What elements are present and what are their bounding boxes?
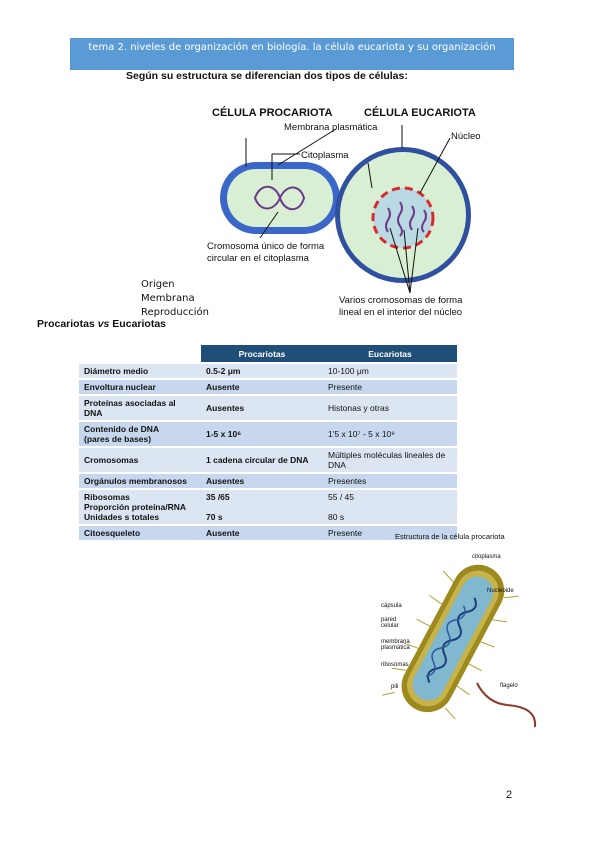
- proc-title: CÉLULA PROCARIOTA: [212, 107, 333, 119]
- row-label: Envoltura nuclear: [79, 378, 201, 395]
- nucleus: [371, 186, 435, 250]
- membrana-label: Membrana plasmática: [284, 122, 378, 133]
- procariotas-cell: Ausente: [201, 524, 323, 540]
- euc-title: CÉLULA EUCARIOTA: [364, 107, 476, 119]
- cell-diagram: [220, 125, 471, 294]
- section-title: Procariotas vs Eucariotas: [37, 318, 166, 330]
- label-flagelo: flagelo: [500, 683, 518, 689]
- header-eucariotas: Eucariotas: [323, 345, 457, 363]
- procariotas-cell: Ausente: [201, 378, 323, 395]
- eucariotas-cell: Presentes: [323, 472, 457, 489]
- label-ribosomas: ribosomas: [381, 662, 409, 668]
- label-citoplasma: citoplasma: [472, 554, 501, 560]
- empty-header-cell: [79, 345, 201, 363]
- circular-chromosome: [253, 185, 306, 211]
- row-label: Cromosomas: [79, 446, 201, 473]
- document-header: tema 2. niveles de organización en biolo…: [70, 38, 514, 70]
- eucariotas-cell: Presente: [323, 524, 457, 540]
- nucleo-label: Núcleo: [451, 131, 481, 142]
- row-label: Proteínas asociadas al DNA: [79, 394, 201, 421]
- nucleoid: [426, 597, 477, 684]
- table-row: Contenido de DNA (pares de bases)1-5 x 1…: [79, 420, 457, 447]
- flagellum: [476, 682, 537, 728]
- header-procariotas: Procariotas: [201, 345, 323, 363]
- label-capsula: cápsula: [381, 603, 402, 609]
- eucariotas-cell: 1'5 x 10⁷ - 5 x 10⁹: [323, 420, 457, 447]
- varios-label-2: lineal en el interior del núcleo: [339, 307, 463, 318]
- cromosoma-label-2: circular en el citoplasma: [207, 253, 309, 264]
- procariotas-cell: Ausentes: [201, 394, 323, 421]
- label-pared: pared celular: [381, 617, 399, 629]
- eucariotas-cell: 55 / 45 80 s: [323, 488, 457, 525]
- bacteria-figure-title: Estructura de la célula procariota: [395, 532, 505, 541]
- page-number: 2: [506, 789, 513, 801]
- eucariotas-cell: Presente: [323, 378, 457, 395]
- row-label: Diámetro medio: [79, 362, 201, 379]
- procariotas-cell: 1 cadena circular de DNA: [201, 446, 323, 473]
- citoplasma-label: Citoplasma: [301, 150, 349, 161]
- eucariotas-cell: 10-100 μm: [323, 362, 457, 379]
- row-label: Contenido de DNA (pares de bases): [79, 420, 201, 447]
- cromosoma-label-1: Cromosoma único de forma: [207, 241, 325, 252]
- label-nucleoide: Nucleoide: [487, 588, 514, 594]
- procariotas-cell: Ausentes: [201, 472, 323, 489]
- topic-list: Origen Membrana Reproducción: [141, 278, 209, 320]
- label-membrana: membrana plasmática: [381, 639, 410, 651]
- list-item: Membrana: [141, 293, 195, 304]
- eucariotas-cell: Múltiples moléculas lineales de DNA: [323, 446, 457, 473]
- bacteria-illustration: [382, 564, 537, 728]
- list-item: Reproducción: [141, 307, 209, 318]
- eucariotas-cell: Histonas y otras: [323, 394, 457, 421]
- table-row: Ribosomas Proporción proteína/RNA Unidad…: [79, 488, 457, 525]
- intro-text: Según su estructura se diferencian dos t…: [126, 70, 408, 82]
- row-label: Ribosomas Proporción proteína/RNA Unidad…: [79, 488, 201, 525]
- row-label: Orgánulos membranosos: [79, 472, 201, 489]
- label-pili: pili: [391, 684, 399, 690]
- list-item: Origen: [141, 279, 175, 290]
- varios-label-1: Varios cromosomas de forma: [339, 295, 463, 306]
- procariotas-cell: 35 /65 70 s: [201, 488, 323, 525]
- procariotas-cell: 0.5-2 μm: [201, 362, 323, 379]
- row-label: Citoesqueleto: [79, 524, 201, 540]
- procariotas-cell: 1-5 x 10⁶: [201, 420, 323, 447]
